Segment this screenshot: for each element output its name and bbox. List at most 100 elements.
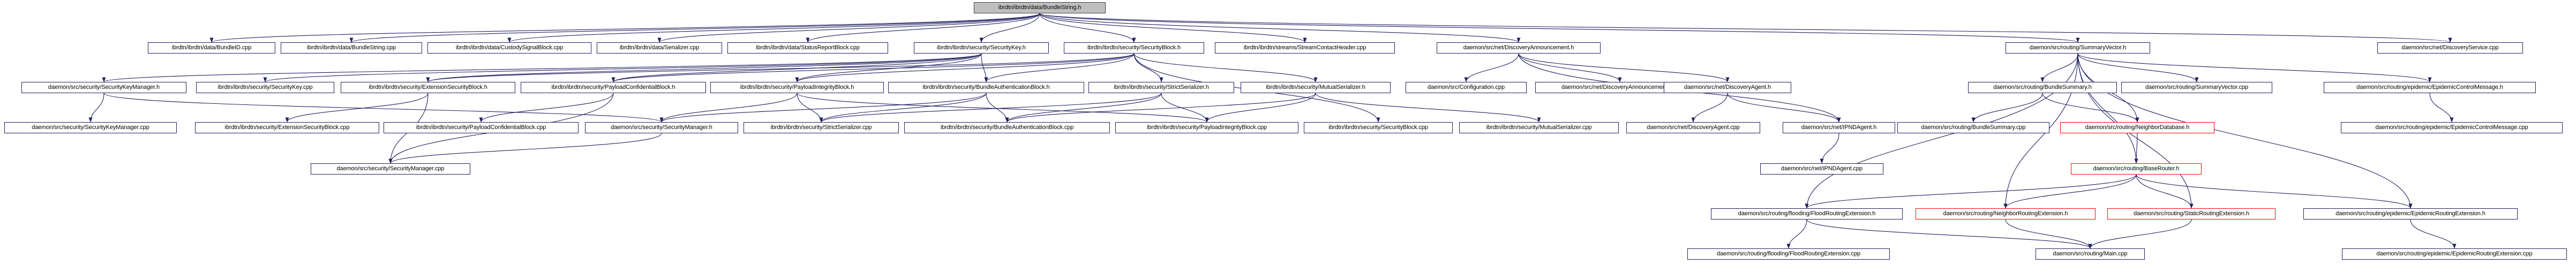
graph-node[interactable]: ibrdtn/ibrdtn/security/SecurityBlock.cpp <box>1304 122 1453 133</box>
graph-node[interactable]: daemon/src/security/SecurityKeyManager.c… <box>4 122 177 133</box>
graph-edge <box>1518 53 1622 82</box>
graph-node[interactable]: daemon/src/net/DiscoveryAgent.cpp <box>1626 122 1760 133</box>
graph-node-label: ibrdtn/ibrdtn/data/StatusReportBlock.cpp <box>756 44 860 51</box>
graph-node[interactable]: daemon/src/routing/BundleSummary.cpp <box>1897 122 2049 133</box>
graph-node[interactable]: daemon/src/security/SecurityKeyManager.h <box>21 82 186 93</box>
graph-node[interactable]: ibrdtn/ibrdtn/data/Serializer.cpp <box>597 42 722 54</box>
graph-node[interactable]: daemon/src/Configuration.cpp <box>1406 82 1527 93</box>
graph-node[interactable]: daemon/src/routing/epidemic/EpidemicRout… <box>2342 248 2567 260</box>
graph-node-label: ibrdtn/ibrdtn/security/PayloadIntegrityB… <box>1147 124 1267 131</box>
graph-edge <box>2005 219 2092 249</box>
graph-node-label: daemon/src/routing/NeighborDatabase.h <box>2085 124 2190 131</box>
graph-edge <box>1806 219 2092 249</box>
graph-node[interactable]: ibrdtn/ibrdtn/security/PayloadConfidenti… <box>384 122 579 133</box>
graph-node[interactable]: ibrdtn/ibrdtn/security/SecurityKey.h <box>914 42 1049 54</box>
graph-node[interactable]: daemon/src/security/SecurityManager.cpp <box>311 163 470 175</box>
graph-node[interactable]: ibrdtn/ibrdtn/data/StatusReportBlock.cpp <box>727 42 888 54</box>
graph-node[interactable]: ibrdtn/ibrdtn/security/ExtensionSecurity… <box>341 82 515 93</box>
graph-edge <box>426 53 1135 82</box>
graph-node[interactable]: ibrdtn/ibrdtn/security/MutualSerializer.… <box>1459 122 1619 133</box>
graph-node[interactable]: daemon/src/routing/flooding/FloodRouting… <box>1711 208 1903 220</box>
graph-edge <box>819 93 1162 123</box>
graph-node-label: daemon/src/net/DiscoveryAgent.cpp <box>1647 124 1740 131</box>
graph-node-label: ibrdtn/ibrdtn/security/PayloadIntegrityB… <box>740 84 854 90</box>
graph-edge <box>1315 93 1541 123</box>
graph-node-label: ibrdtn/ibrdtn/security/SecurityKey.h <box>937 44 1026 51</box>
graph-node[interactable]: ibrdtn/ibrdtn/data/CustodySignalBlock.cp… <box>427 42 591 54</box>
graph-node[interactable]: ibrdtn/ibrdtn/security/BundleAuthenticat… <box>888 82 1084 93</box>
graph-edge <box>986 93 1009 123</box>
graph-node[interactable]: ibrdtn/ibrdtn/security/PayloadConfidenti… <box>521 82 706 93</box>
graph-edge <box>1161 93 1209 123</box>
graph-edge <box>349 13 1040 43</box>
graph-node-label: daemon/src/net/DiscoveryAnnouncement.cpp <box>1561 84 1678 90</box>
graph-node[interactable]: daemon/src/routing/epidemic/EpidemicCont… <box>2324 82 2536 93</box>
graph-edge <box>981 53 988 82</box>
graph-edge <box>1039 13 2079 43</box>
graph-node[interactable]: daemon/src/routing/StaticRoutingExtensio… <box>2107 208 2275 220</box>
graph-edge <box>88 93 104 123</box>
graph-node[interactable]: ibrdtn/ibrdtn/streams/StreamContactHeade… <box>1215 42 1395 54</box>
graph-node-label: daemon/src/routing/epidemic/EpidemicCont… <box>2375 124 2528 131</box>
graph-node[interactable]: daemon/src/net/DiscoveryService.cpp <box>2377 42 2523 54</box>
graph-node-label: ibrdtn/ibrdtn/streams/StreamContactHeade… <box>1243 44 1366 51</box>
graph-node[interactable]: daemon/src/routing/NeighborRoutingExtens… <box>1916 208 2096 220</box>
graph-node[interactable]: ibrdtn/ibrdtn/security/PayloadIntegrityB… <box>710 82 884 93</box>
graph-node-label: ibrdtn/ibrdtn/security/ExtensionSecurity… <box>224 124 350 131</box>
graph-edge <box>2042 93 2139 123</box>
graph-node-label: ibrdtn/ibrdtn/data/BundleString.cpp <box>307 44 396 51</box>
graph-node[interactable]: daemon/src/routing/flooding/FloodRouting… <box>1687 248 1890 260</box>
graph-edge <box>657 13 1040 43</box>
graph-node[interactable]: daemon/src/routing/BundleSummary.h <box>1968 82 2117 93</box>
graph-edge <box>263 53 982 82</box>
graph-node[interactable]: ibrdtn/ibrdtn/security/StrictSerializer.… <box>1088 82 1234 93</box>
graph-node[interactable]: daemon/src/routing/Main.cpp <box>2036 248 2145 260</box>
graph-edge <box>795 53 1135 82</box>
graph-node-label: daemon/src/net/IPNDAgent.h <box>1801 124 1877 131</box>
graph-node[interactable]: daemon/src/routing/SummaryVector.h <box>2006 42 2150 54</box>
graph-node[interactable]: daemon/src/routing/NeighborDatabase.h <box>2060 122 2214 133</box>
graph-node[interactable]: daemon/src/routing/SummaryVector.cpp <box>2121 82 2272 93</box>
graph-edge <box>2077 53 2199 82</box>
graph-node-label: daemon/src/routing/epidemic/EpidemicRout… <box>2376 251 2533 257</box>
graph-edge <box>1039 13 1521 43</box>
graph-node[interactable]: daemon/src/net/IPNDAgent.h <box>1783 122 1895 133</box>
graph-node[interactable]: daemon/src/security/SecurityManager.h <box>585 122 738 133</box>
graph-edge <box>2134 133 2138 164</box>
graph-node-label: ibrdtn/ibrdtn/security/BundleAuthenticat… <box>922 84 1050 90</box>
graph-node-label: daemon/src/routing/BaseRouter.h <box>2093 165 2180 172</box>
graph-node-label: daemon/src/net/DiscoveryService.cpp <box>2401 44 2499 51</box>
graph-node-label: daemon/src/routing/SummaryVector.cpp <box>2145 84 2249 90</box>
graph-node[interactable]: ibrdtn/ibrdtn/security/PayloadIntegrityB… <box>1115 122 1298 133</box>
graph-node[interactable]: ibrdtn/ibrdtn/security/MutualSerializer.… <box>1241 82 1391 93</box>
graph-edge <box>1133 53 1318 82</box>
graph-node-root[interactable]: ibrdtn/ibrdtn/data/BundleString.h <box>974 2 1106 13</box>
graph-node-label: daemon/src/security/SecurityManager.h <box>611 124 712 131</box>
graph-node[interactable]: daemon/src/routing/epidemic/EpidemicCont… <box>2341 122 2563 133</box>
graph-edge <box>2429 93 2454 123</box>
graph-node[interactable]: ibrdtn/ibrdtn/data/BundleString.cpp <box>281 42 422 54</box>
graph-edge <box>1805 174 2137 209</box>
graph-edge <box>984 53 1135 82</box>
graph-node[interactable]: ibrdtn/ibrdtn/security/SecurityKey.cpp <box>196 82 334 93</box>
graph-node-label: daemon/src/routing/BundleSummary.h <box>1993 84 2092 90</box>
graph-node-label: ibrdtn/ibrdtn/data/BundleString.h <box>998 4 1082 11</box>
graph-node[interactable]: ibrdtn/ibrdtn/security/SecurityBlock.h <box>1064 42 1204 54</box>
graph-node[interactable]: ibrdtn/ibrdtn/security/BundleAuthenticat… <box>904 122 1110 133</box>
graph-edge <box>1005 93 1316 123</box>
graph-node[interactable]: daemon/src/net/DiscoveryAnnouncement.h <box>1437 42 1601 54</box>
graph-node[interactable]: ibrdtn/ibrdtn/security/ExtensionSecurity… <box>195 122 379 133</box>
graph-edge <box>806 13 1040 43</box>
graph-node-label: daemon/src/security/SecurityManager.cpp <box>336 165 445 172</box>
graph-edge <box>2077 53 2432 82</box>
graph-node[interactable]: ibrdtn/ibrdtn/security/StrictSerializer.… <box>743 122 899 133</box>
graph-edge <box>479 93 614 123</box>
graph-node[interactable]: daemon/src/net/DiscoveryAgent.h <box>1664 82 1791 93</box>
graph-node-label: daemon/src/security/SecurityKeyManager.h <box>48 84 160 90</box>
graph-node[interactable]: daemon/src/routing/epidemic/EpidemicRout… <box>2303 208 2518 220</box>
graph-node[interactable]: daemon/src/routing/BaseRouter.h <box>2071 163 2202 175</box>
graph-node[interactable]: daemon/src/net/IPNDAgent.cpp <box>1760 163 1883 175</box>
graph-edge <box>1971 93 2043 123</box>
graph-node-label: daemon/src/security/SecurityKeyManager.c… <box>32 124 149 131</box>
graph-node[interactable]: ibrdtn/ibrdtn/data/BundleID.cpp <box>148 42 275 54</box>
